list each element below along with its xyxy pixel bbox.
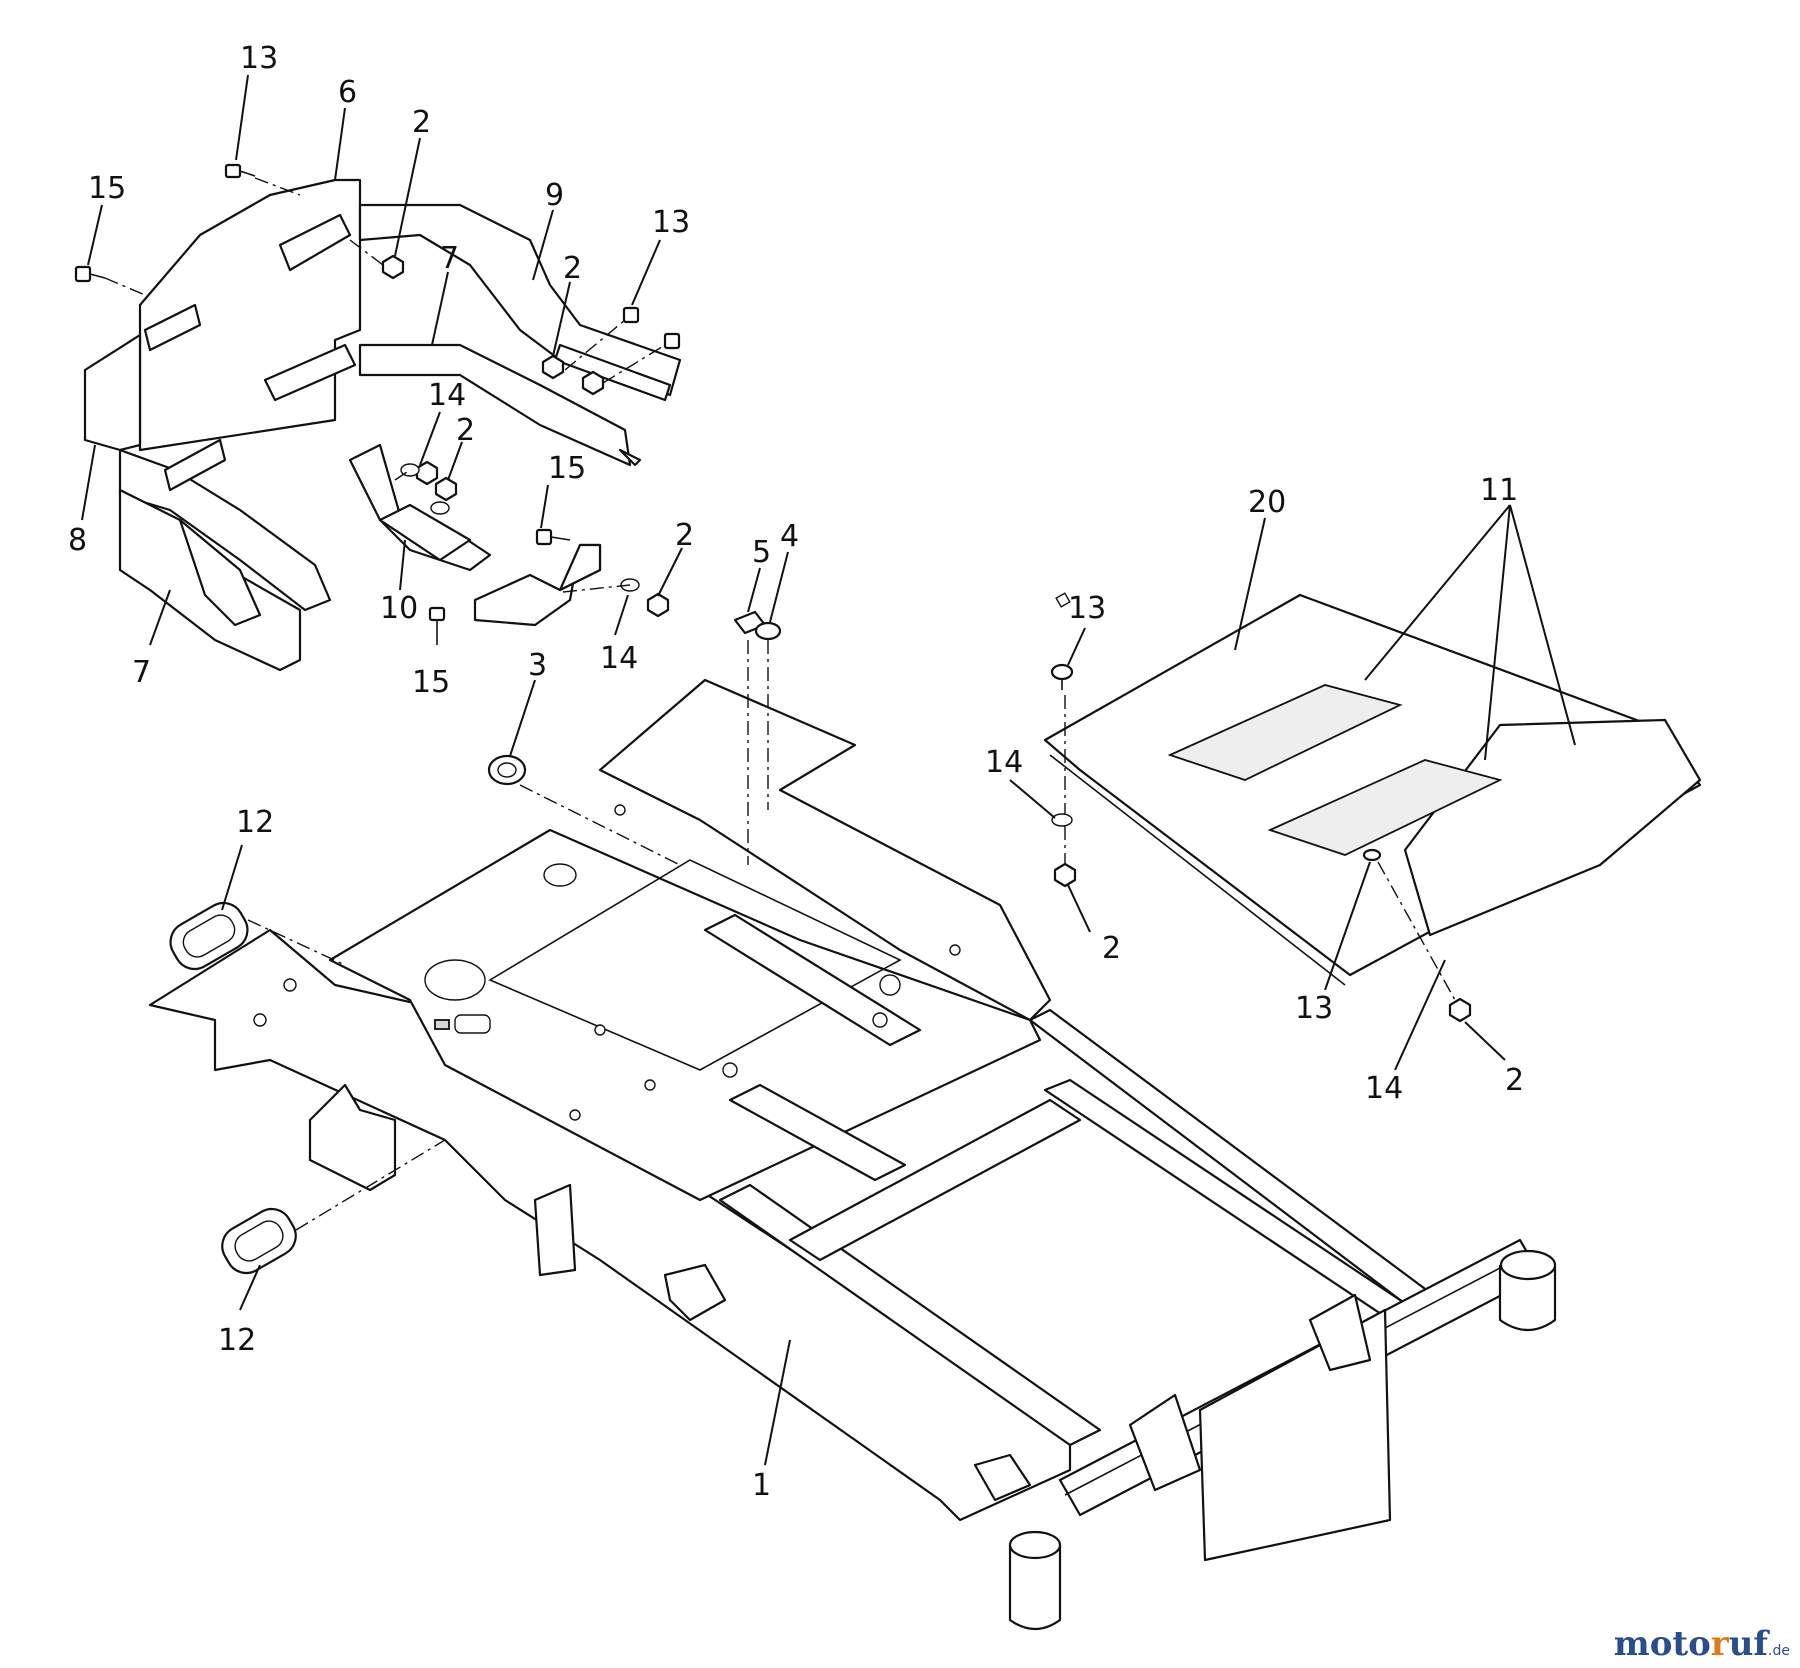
caster-cup-left — [1008, 1530, 1062, 1631]
main-frame — [148, 678, 1557, 1631]
grommet-12-lower — [221, 1207, 297, 1275]
bracket-right — [473, 543, 602, 627]
bolt-15-mid — [535, 528, 571, 546]
callout-14-seat: 14 — [985, 745, 1023, 780]
callout-2-mid: 2 — [456, 413, 475, 448]
callout-2-seat: 2 — [1102, 931, 1121, 966]
callout-7-lower: 7 — [132, 655, 151, 690]
callout-labels: 13 6 2 15 9 13 7 2 14 2 8 15 2 10 7 14 1… — [68, 41, 1524, 1503]
bolt-15-low — [428, 606, 446, 645]
knob-4 — [754, 621, 782, 641]
callout-14-upper: 14 — [428, 378, 466, 413]
assembly-lines — [104, 177, 1456, 1231]
callout-6: 6 — [338, 75, 357, 110]
seat-pad-left — [1167, 684, 1403, 781]
callout-9: 9 — [545, 178, 564, 213]
seat-bolt-13 — [1050, 663, 1382, 862]
watermark-accent: r — [1711, 1624, 1730, 1664]
bolt-15-left — [74, 265, 106, 283]
callout-5: 5 — [752, 535, 771, 570]
callout-13-seat: 13 — [1068, 591, 1106, 626]
callout-14-mid: 14 — [600, 641, 638, 676]
callout-14-lower: 14 — [1365, 1071, 1403, 1106]
nut-2 — [381, 254, 1472, 1023]
grommet-3 — [487, 754, 527, 786]
seat-pan — [1043, 592, 1702, 986]
callout-8: 8 — [68, 523, 87, 558]
callout-2-arm: 2 — [563, 251, 582, 286]
callout-3: 3 — [528, 648, 547, 683]
washer-14 — [400, 463, 1073, 827]
callout-7-upper: 7 — [440, 241, 459, 276]
callout-15-left: 15 — [88, 171, 126, 206]
caster-cup-right — [1498, 1249, 1557, 1332]
callout-15-mid: 15 — [548, 451, 586, 486]
watermark-tld: .de — [1768, 1643, 1790, 1659]
callout-15-low: 15 — [412, 665, 450, 700]
seat-pad-right — [1267, 759, 1503, 856]
bolt-13-right — [622, 306, 681, 350]
grommet-12-upper — [169, 901, 249, 971]
callout-20: 20 — [1248, 485, 1286, 520]
bracket-assembly — [83, 178, 682, 672]
callout-1: 1 — [752, 1468, 771, 1503]
callout-2-lower: 2 — [1505, 1063, 1524, 1098]
callout-13-right: 13 — [652, 205, 690, 240]
callout-2-right: 2 — [675, 518, 694, 553]
callout-13-lower: 13 — [1295, 991, 1333, 1026]
callout-11: 11 — [1480, 473, 1518, 508]
callout-10: 10 — [380, 591, 418, 626]
leader-lines — [81, 74, 1576, 1466]
bolt-13-top — [224, 163, 256, 179]
watermark-rest: uf — [1729, 1624, 1771, 1664]
callout-2-top: 2 — [412, 105, 431, 140]
site-watermark: motoruf.de — [1614, 1624, 1790, 1664]
slotted-plate — [143, 213, 672, 492]
callout-13-top: 13 — [240, 41, 278, 76]
watermark-main: moto — [1614, 1624, 1711, 1664]
fasteners — [74, 163, 1472, 1275]
callout-12-lower: 12 — [218, 1323, 256, 1358]
callout-12-upper: 12 — [236, 805, 274, 840]
bracket-10 — [348, 443, 492, 572]
svg-text:motoruf.de: motoruf.de — [1614, 1624, 1790, 1664]
callout-4: 4 — [780, 519, 799, 554]
